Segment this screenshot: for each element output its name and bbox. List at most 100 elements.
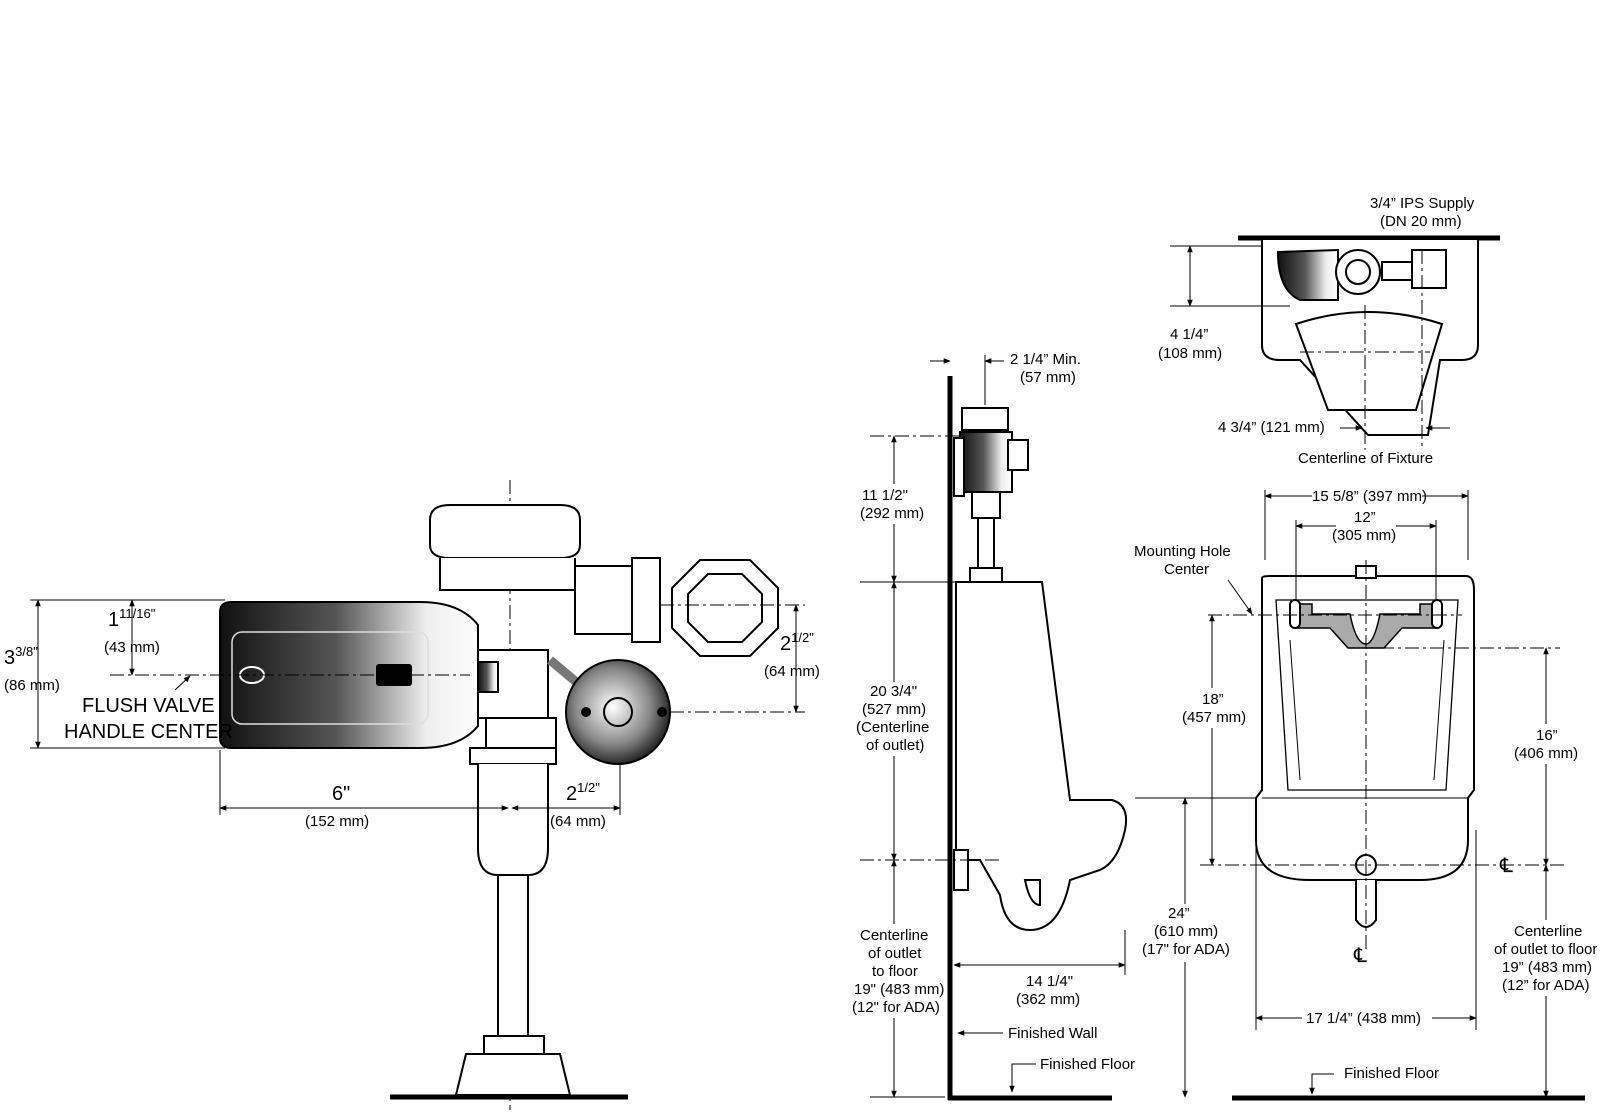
dim-width2-label: 21/2"	[566, 780, 600, 805]
vacuum-breaker	[477, 764, 549, 876]
depth-label: 4 1/4”	[1170, 326, 1208, 343]
finished-floor-label: Finished Floor	[1040, 1056, 1135, 1073]
floor-leader	[1009, 1063, 1036, 1093]
valve-body-top	[439, 558, 576, 591]
side-outlet-flange	[953, 849, 969, 891]
to-floor-3: to floor	[872, 963, 918, 980]
flange-screw-left	[581, 707, 591, 717]
handle-boss	[477, 661, 499, 693]
outlet-line2: (527 mm)	[862, 701, 926, 718]
flush-valve-view: 33/8" (86 mm) 111/16" (43 mm) FLUSH VALV…	[4, 480, 820, 1110]
cl-symbol-bottom: ℄	[1353, 945, 1367, 967]
rim-line1: 24”	[1168, 905, 1190, 922]
projection-label: 14 1/4"	[1026, 973, 1073, 990]
dim-outlet-front-mask	[1510, 724, 1584, 764]
side-tube	[977, 517, 995, 571]
dim-width-metric: (152 mm)	[305, 813, 369, 830]
inlet-nut	[631, 557, 661, 643]
dim-height-label: 33/8"	[4, 644, 38, 669]
front-finished-floor: Finished Floor	[1344, 1065, 1439, 1082]
outlet-line3: (Centerline	[856, 719, 929, 736]
centerline-fixture-label: Centerline of Fixture	[1298, 450, 1433, 467]
stop-valve-inner	[687, 573, 763, 643]
side-spud	[969, 567, 1003, 583]
supply-metric: (DN 20 mm)	[1380, 213, 1462, 230]
top-view: 4 1/4” (108 mm) 4 3/4” (121 mm) Centerli…	[1158, 195, 1500, 467]
coupling-nut	[485, 717, 557, 749]
mounting-hole-label-2: Center	[1164, 561, 1209, 578]
dim-offset-metric: (64 mm)	[764, 663, 820, 680]
top-valve-cap-inner	[1345, 259, 1371, 285]
urinal-front-bowl	[1275, 599, 1459, 791]
urinal-trap	[1023, 879, 1041, 907]
front-to-floor-1: Centerline	[1514, 923, 1582, 940]
hole-spacing-metric: (305 mm)	[1332, 527, 1396, 544]
hole-spacing-label: 12”	[1354, 509, 1376, 526]
to-floor-5: (12" for ADA)	[852, 999, 940, 1016]
dim-valve-mask	[856, 484, 936, 524]
mount-slot-right	[1431, 599, 1443, 629]
valve-height-metric: (292 mm)	[860, 505, 924, 522]
hole-drop-label: 18”	[1202, 691, 1224, 708]
side-valve-cap	[961, 407, 1009, 431]
width-bottom-label: 17 1/4” (438 mm)	[1306, 1010, 1421, 1027]
vacuum-breaker-ring	[469, 747, 557, 765]
hole-outlet-metric: (406 mm)	[1514, 745, 1578, 762]
front-to-floor-4: (12” for ADA)	[1502, 977, 1590, 994]
rim-line2: (610 mm)	[1154, 923, 1218, 940]
mount-slot-left	[1289, 599, 1301, 629]
dim-rim-mask	[1140, 904, 1232, 962]
top-inlet-pipe	[1381, 261, 1413, 281]
mounting-hole-label-1: Mounting Hole	[1134, 543, 1231, 560]
flush-tube	[497, 874, 529, 1041]
side-breaker	[971, 491, 1001, 519]
depth-metric: (108 mm)	[1158, 345, 1222, 362]
mounting-leader	[1227, 579, 1253, 615]
to-floor-2: of outlet	[868, 945, 922, 962]
dim-handle-metric: (43 mm)	[104, 639, 160, 656]
rim-line3: (17" for ADA)	[1142, 941, 1230, 958]
urinal-front-outline	[1255, 575, 1475, 881]
bowl-line-left	[1289, 639, 1301, 781]
valve-cap	[429, 504, 581, 559]
clearance-label: 2 1/4” Min.	[1010, 351, 1081, 368]
cl-symbol-right: ℄	[1499, 855, 1513, 877]
front-floor-leader	[1309, 1073, 1334, 1095]
side-valve-handle	[1007, 439, 1029, 471]
dim-hole-drop-mask	[1180, 688, 1248, 728]
top-valve-body	[1276, 248, 1339, 301]
outlet-line1: 20 3/4"	[870, 683, 917, 700]
dim-width2-metric: (64 mm)	[550, 813, 606, 830]
to-floor-1: Centerline	[860, 927, 928, 944]
supply-label: 3/4” IPS Supply	[1370, 195, 1475, 212]
sensor-window	[231, 631, 429, 725]
urinal-side-profile	[955, 581, 1128, 932]
handle-note-2: HANDLE CENTER	[64, 721, 233, 743]
hole-drop-metric: (457 mm)	[1182, 709, 1246, 726]
inlet-pipe	[574, 565, 636, 635]
dim-floor-mask	[850, 924, 944, 1018]
projection-metric: (362 mm)	[1016, 991, 1080, 1008]
bowl-line-right	[1433, 639, 1445, 781]
to-floor-4: 19" (483 mm)	[854, 981, 944, 998]
front-to-floor-3: 19” (483 mm)	[1502, 959, 1592, 976]
dim-handle-label: 111/16"	[108, 606, 156, 631]
side-valve-body	[959, 431, 1013, 493]
flange-screw-right	[657, 707, 667, 717]
dim-floor-front-mask	[1492, 920, 1596, 996]
spud-coupling	[454, 1053, 572, 1096]
dim-offset-label: 21/2"	[780, 630, 814, 655]
spud-nut	[483, 1035, 545, 1055]
side-view: 2 1/4” Min. (57 mm) 11 1/2" (292 mm) 20 …	[850, 351, 1265, 1101]
hole-outlet-label: 16”	[1536, 727, 1558, 744]
top-urinal-bowl	[1294, 311, 1444, 411]
handle-note-1: FLUSH VALVE	[82, 695, 215, 717]
clearance-metric: (57 mm)	[1020, 369, 1076, 386]
width-top-label: 15 5/8” (397 mm)	[1312, 488, 1427, 505]
handle-leader	[174, 675, 191, 691]
dim-height-metric: (86 mm)	[4, 677, 60, 694]
front-to-floor-2: of outlet to floor	[1494, 941, 1597, 958]
valve-height-label: 11 1/2"	[862, 487, 908, 504]
